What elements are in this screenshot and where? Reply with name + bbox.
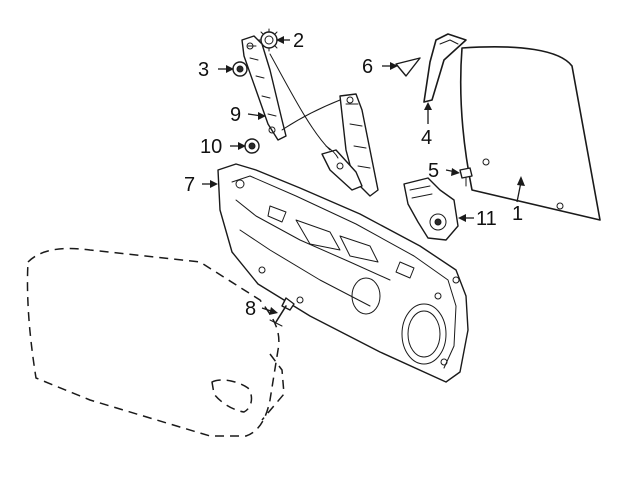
part-4-glass-run-channel <box>423 33 467 103</box>
part-11-window-motor <box>403 177 459 241</box>
door-trim-panel-outline <box>26 247 285 437</box>
callout-5: 5 <box>428 160 439 182</box>
callout-7: 7 <box>184 174 195 196</box>
part-8-push-clip <box>269 297 295 327</box>
callout-8: 8 <box>245 298 256 320</box>
callout-9: 9 <box>230 104 241 126</box>
part-6-bracket-cover <box>395 57 421 77</box>
part-1-door-glass <box>459 46 601 221</box>
part-9-window-regulator <box>241 35 379 197</box>
callout-4: 4 <box>421 127 432 149</box>
callout-3: 3 <box>198 59 209 81</box>
callout-labels: 1 2 3 4 5 6 7 8 9 10 11 <box>184 30 523 320</box>
callout-2: 2 <box>293 30 304 52</box>
callout-1: 1 <box>512 203 523 225</box>
part-3-nut <box>232 61 248 77</box>
callout-11: 11 <box>476 208 497 230</box>
part-10-nut <box>244 138 260 154</box>
part-5-screw <box>459 167 473 187</box>
part-7-door-inner-panel <box>217 163 469 383</box>
callout-6: 6 <box>362 56 373 78</box>
callout-10: 10 <box>200 136 222 158</box>
callout-leaders <box>202 36 525 315</box>
